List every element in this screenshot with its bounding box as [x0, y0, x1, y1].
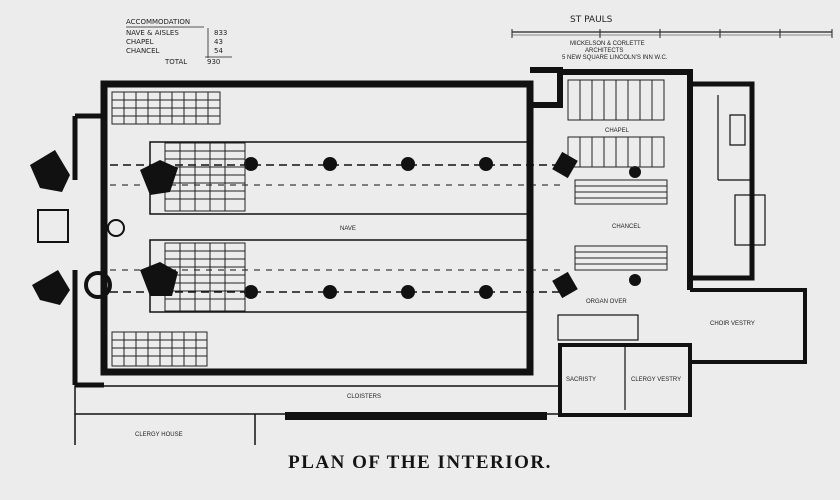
chancel-label: CHANCEL: [612, 224, 641, 230]
scale-title: ST PAULS: [570, 15, 613, 25]
clergy-vestry-label: CLERGY VESTRY: [631, 377, 681, 383]
accommodation-row-label: CHANCEL: [126, 47, 159, 55]
architect-title: ARCHITECTS: [585, 48, 623, 54]
cloisters-label: CLOISTERS: [347, 394, 381, 400]
cloisters: [74, 385, 561, 445]
accommodation-table: ACCOMMODATION NAVE & AISLES 833 CHAPEL 4…: [126, 18, 232, 66]
architect-address: 5 NEW SQUARE LINCOLN'S INN W.C.: [562, 55, 668, 61]
pews: [111, 79, 668, 367]
accommodation-row-value: 43: [214, 38, 223, 46]
accommodation-row-value: 54: [214, 47, 223, 55]
clergy-house-label: CLERGY HOUSE: [135, 432, 183, 438]
west-porch: [37, 209, 125, 299]
nave-arcades: [110, 141, 641, 313]
architect-name: MICKELSON & CORLETTE: [570, 41, 645, 47]
accommodation-total-value: 930: [207, 58, 220, 66]
room-labels: NAVE CHAPEL CHANCEL ORGAN OVER CHOIR VES…: [135, 128, 755, 438]
partitions: [557, 95, 766, 410]
piers: [30, 150, 578, 305]
chapel-label: CHAPEL: [605, 128, 630, 134]
scale-bar: ST PAULS MICKELSON & CORLETTE ARCHITECTS…: [511, 15, 833, 61]
accommodation-total-label: TOTAL: [164, 58, 187, 66]
sacristy-label: SACRISTY: [566, 377, 596, 383]
nave-label: NAVE: [340, 226, 356, 232]
accommodation-row-label: NAVE & AISLES: [126, 29, 179, 37]
accommodation-row-value: 833: [214, 29, 227, 37]
accommodation-row-label: CHAPEL: [126, 38, 154, 46]
plan-caption: PLAN OF THE INTERIOR.: [288, 452, 552, 473]
organ-label: ORGAN OVER: [586, 299, 627, 305]
accommodation-heading: ACCOMMODATION: [126, 18, 190, 26]
choir-vestry-label: CHOIR VESTRY: [710, 321, 755, 327]
